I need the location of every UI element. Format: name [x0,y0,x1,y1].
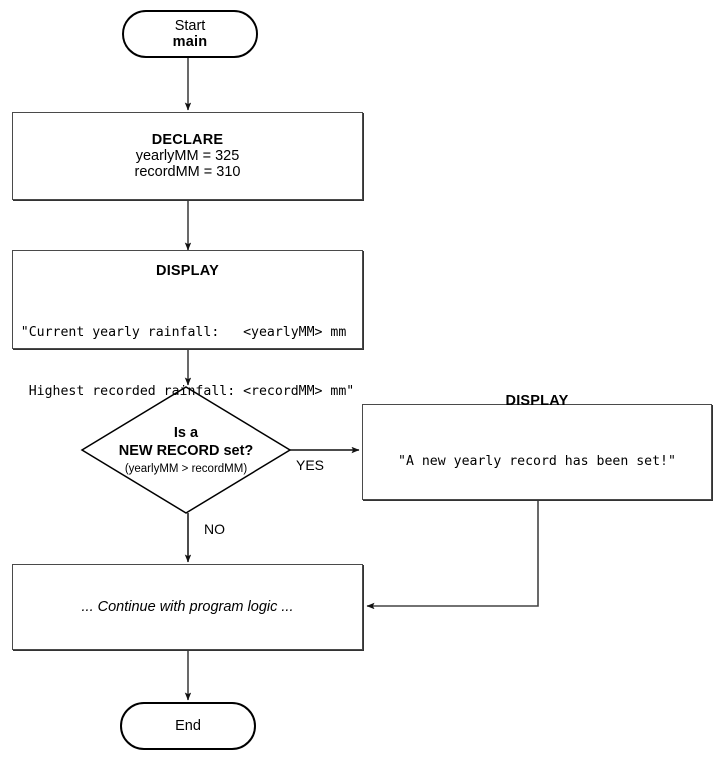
continue-text: ... Continue with program logic ... [81,599,294,615]
start-label-procedure: main [172,34,208,50]
display-rainfall-code-line-1: "Current yearly rainfall: <yearlyMM> mm [20,324,347,340]
connector-record-back-to-continue [366,500,539,610]
start-label-title: Start [174,18,206,34]
node-end[interactable]: End [120,702,256,750]
node-display-record[interactable]: DISPLAY "A new yearly record has been se… [362,393,712,500]
node-decision[interactable]: Is a NEW RECORD set? (yearlyMM > recordM… [82,387,290,513]
node-continue[interactable]: ... Continue with program logic ... [12,564,363,650]
display-rainfall-heading: DISPLAY [156,263,219,279]
diagram-title: Rainfall record check flowchart [0,0,1,1]
decision-condition: (yearlyMM > recordMM) [124,462,248,475]
end-label: End [175,718,201,734]
declare-var-record: recordMM = 310 [134,164,241,180]
declare-heading: DECLARE [151,132,224,148]
display-record-code: "A new yearly record has been set!" [398,413,676,512]
decision-line-1: Is a [173,424,199,441]
display-rainfall-code: "Current yearly rainfall: <yearlyMM> mm … [21,283,354,441]
display-record-code-line-1: "A new yearly record has been set!" [398,454,676,470]
decision-text-group: Is a NEW RECORD set? (yearlyMM > recordM… [119,424,254,477]
decision-line-2: NEW RECORD set? [118,442,254,459]
declare-var-yearly: yearlyMM = 325 [135,148,240,164]
display-record-heading: DISPLAY [505,392,569,409]
node-declare[interactable]: DECLARE yearlyMM = 325 recordMM = 310 [12,112,363,200]
edge-label-no: NO [204,521,225,537]
node-start[interactable]: Start main [122,10,258,58]
node-display-rainfall[interactable]: DISPLAY "Current yearly rainfall: <yearl… [12,250,363,399]
edge-label-yes: YES [296,457,325,473]
display-rainfall-code-line-2: Highest recorded rainfall: <recordMM> mm… [20,383,355,399]
